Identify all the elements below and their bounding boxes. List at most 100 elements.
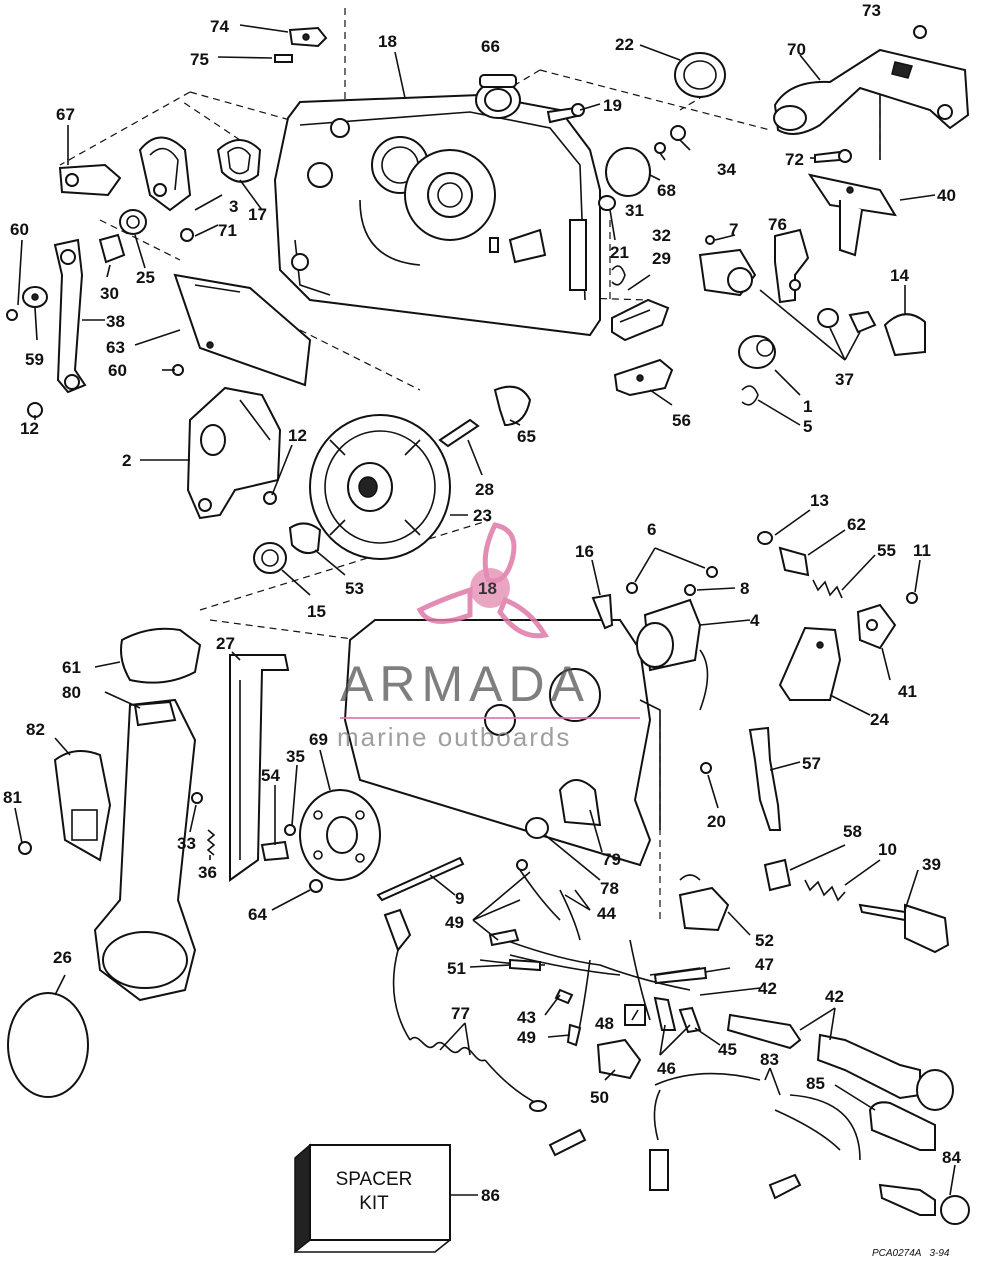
label-70: 70 — [787, 40, 806, 59]
label-14: 14 — [890, 266, 909, 285]
cover-part-82 — [53, 750, 112, 862]
label-2: 2 — [122, 451, 131, 470]
label-73: 73 — [862, 1, 881, 20]
label-3: 3 — [229, 197, 238, 216]
watermark-logo: 18 — [340, 522, 640, 719]
label-85: 85 — [806, 1074, 825, 1093]
label-8: 8 — [740, 579, 749, 598]
throttle-arm-part-67 — [58, 163, 122, 197]
leader-lines — [14, 24, 956, 1196]
cam-part-29 — [611, 298, 670, 342]
screw-part-19 — [546, 103, 585, 124]
label-16: 16 — [575, 542, 594, 561]
label-60-second: 60 — [108, 361, 127, 380]
label-52: 52 — [755, 931, 774, 950]
screw-part-7 — [705, 235, 715, 245]
label-13: 13 — [810, 491, 829, 510]
label-51: 51 — [447, 959, 466, 978]
key-part-37 — [848, 310, 877, 334]
lever-arm-part-70 — [773, 25, 970, 135]
screw-part-6-right — [706, 566, 718, 578]
label-20: 20 — [707, 812, 726, 831]
label-18: 18 — [378, 32, 397, 51]
label-62: 62 — [847, 515, 866, 534]
label-86: 86 — [481, 1186, 500, 1205]
washer-part-25 — [119, 209, 147, 235]
label-10: 10 — [878, 840, 897, 859]
label-49-second: 49 — [517, 1028, 536, 1047]
label-78: 78 — [600, 879, 619, 898]
cap-part-14 — [883, 313, 926, 357]
label-66: 66 — [481, 37, 500, 56]
label-29: 29 — [652, 249, 671, 268]
label-39: 39 — [922, 855, 941, 874]
bushing-part-21 — [598, 195, 616, 211]
bracket-part-74 — [274, 26, 328, 63]
label-56: 56 — [672, 411, 691, 430]
washer-part-68 — [654, 142, 666, 154]
cam-plate-part-3 — [138, 136, 192, 212]
label-76: 76 — [768, 215, 787, 234]
label-25: 25 — [136, 268, 155, 287]
label-15: 15 — [307, 602, 326, 621]
cable-part-83 — [548, 1072, 861, 1200]
bracket-part-2 — [186, 386, 282, 520]
bolt-part-28 — [438, 418, 480, 448]
label-6: 6 — [647, 520, 656, 539]
link-part-38 — [53, 238, 87, 394]
label-26: 26 — [53, 948, 72, 967]
nut-part-37 — [817, 308, 839, 328]
label-55: 55 — [877, 541, 896, 560]
gasket-part-53 — [288, 522, 322, 555]
label-67: 67 — [56, 105, 75, 124]
screw-part-12-lower — [263, 491, 277, 505]
label-46: 46 — [657, 1059, 676, 1078]
label-36: 36 — [198, 863, 217, 882]
bolt-part-9 — [376, 856, 465, 902]
lanyard-part-77 — [383, 908, 547, 1112]
cap-part-85 — [868, 1101, 936, 1151]
label-83: 83 — [760, 1050, 779, 1069]
label-40: 40 — [937, 186, 956, 205]
label-63: 63 — [106, 338, 125, 357]
label-37: 37 — [835, 370, 854, 389]
screw-part-72 — [814, 149, 852, 164]
plate-part-63 — [173, 273, 312, 387]
screw-part-12 — [27, 402, 43, 418]
label-34: 34 — [717, 160, 736, 179]
label-74: 74 — [210, 17, 229, 36]
label-82: 82 — [26, 720, 45, 739]
label-79: 79 — [602, 850, 621, 869]
strip-part-27 — [229, 654, 290, 882]
label-17: 17 — [248, 205, 267, 224]
label-59: 59 — [25, 350, 44, 369]
label-22: 22 — [615, 35, 634, 54]
screw-part-81 — [18, 841, 32, 855]
bracket-part-16 — [591, 593, 614, 630]
label-33: 33 — [177, 834, 196, 853]
cam-part-56 — [613, 358, 674, 397]
label-49: 49 — [445, 913, 464, 932]
detent-part-62 — [778, 546, 810, 577]
label-68: 68 — [657, 181, 676, 200]
spacer-kit-line-1: SPACER — [335, 1169, 413, 1190]
connector-part-84 — [878, 1183, 970, 1225]
spring-part-55 — [812, 579, 843, 599]
label-69: 69 — [309, 730, 328, 749]
label-41: 41 — [898, 682, 917, 701]
label-12-second: 12 — [288, 426, 307, 445]
nut-part-8 — [684, 584, 696, 596]
washer-part-59 — [22, 286, 48, 308]
label-27: 27 — [216, 634, 235, 653]
label-9: 9 — [455, 889, 464, 908]
label-23: 23 — [473, 506, 492, 525]
spring-part-36 — [206, 829, 216, 856]
label-19: 19 — [603, 96, 622, 115]
label-77: 77 — [451, 1004, 470, 1023]
arm-part-57 — [748, 726, 782, 831]
screw-part-33 — [191, 792, 203, 804]
label-43: 43 — [517, 1008, 536, 1027]
cable-part-42 — [726, 1013, 954, 1111]
